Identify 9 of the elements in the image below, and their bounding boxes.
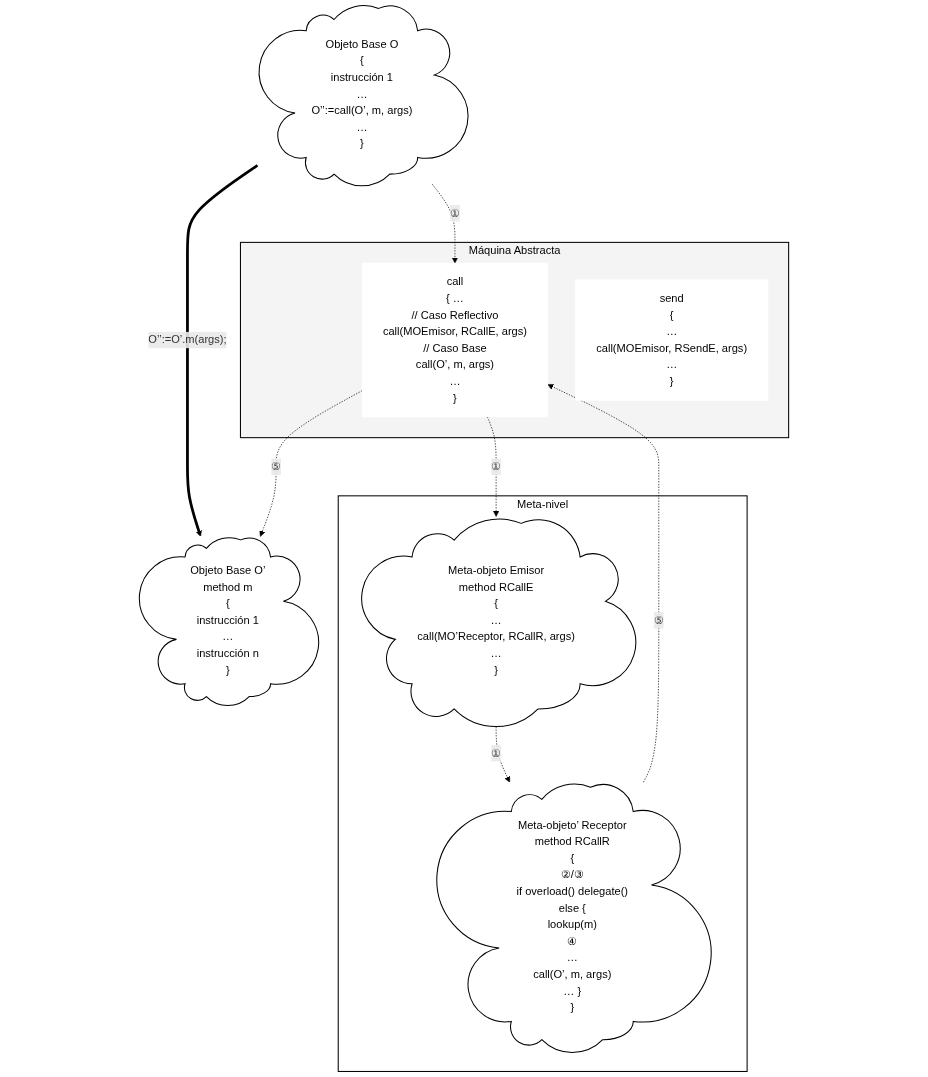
edge-label: ① xyxy=(491,746,501,759)
edge-label: ⑤ xyxy=(653,614,664,626)
node-box: call { … // Caso Reflectivo call(MOEmisor, RCallE, args) // Caso Base call(O’, m, args) … } xyxy=(361,262,549,418)
arrow xyxy=(186,164,259,537)
edge-label: ① xyxy=(450,207,460,219)
edge-label: ① xyxy=(491,460,501,473)
edge-label: O’’:=O’.m(args); xyxy=(148,333,227,346)
edge-label: ⑤ xyxy=(271,460,281,473)
node-box: send { … call(MOEmisor, RSendE, args) … } xyxy=(575,279,769,401)
